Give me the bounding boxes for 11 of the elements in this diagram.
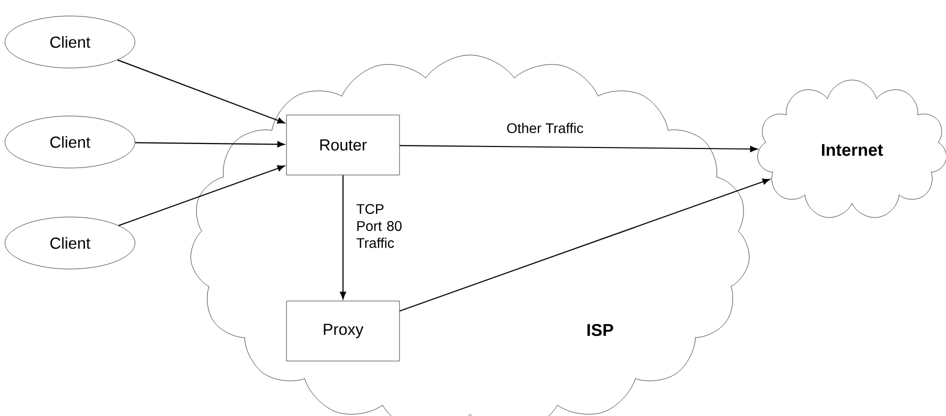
arrow — [340, 175, 346, 300]
arrow — [400, 145, 758, 152]
arrow — [117, 59, 285, 124]
edge-label: Other Traffic — [506, 122, 585, 134]
arrow — [118, 165, 285, 226]
arrow — [135, 141, 285, 148]
device-box: Router — [286, 114, 400, 176]
internet-cloud: Internet — [757, 80, 946, 218]
edge-label: TCP Port 80 Traffic — [355, 203, 414, 249]
arrow — [400, 178, 770, 312]
device-box: Proxy — [286, 300, 400, 362]
